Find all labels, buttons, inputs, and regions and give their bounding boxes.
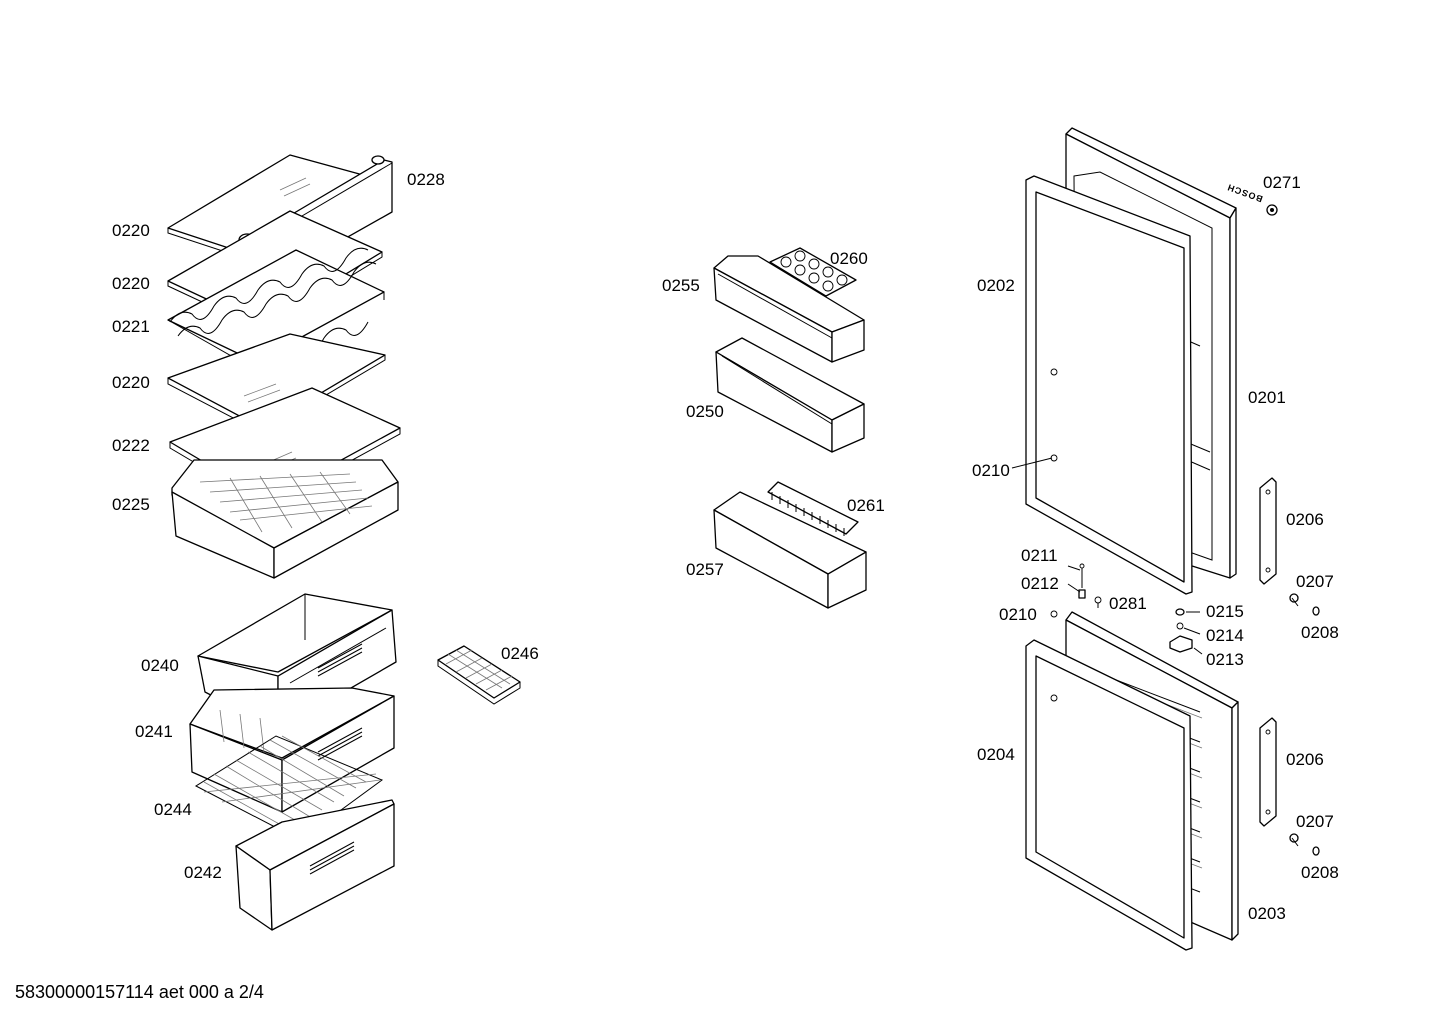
- part-label-0208-upper: 0208: [1301, 623, 1339, 642]
- bosch-badge-0271: [1266, 204, 1278, 216]
- part-label-0213: 0213: [1206, 650, 1244, 669]
- door-shelf-0250: [715, 337, 865, 453]
- part-label-0210-upper: 0210: [972, 461, 1010, 480]
- part-label-0206-upper: 0206: [1286, 510, 1324, 529]
- wire-rack-0244: [194, 735, 384, 841]
- part-label-0225: 0225: [112, 495, 150, 514]
- part-label-0260: 0260: [830, 249, 868, 268]
- washer-0215: [1175, 608, 1185, 616]
- drawer-0241: [189, 687, 395, 813]
- crisper-cover-0225: [171, 459, 399, 579]
- part-label-0261: 0261: [847, 496, 885, 515]
- part-label-0271: 0271: [1263, 173, 1301, 192]
- screw-0207-upper: [1289, 593, 1299, 607]
- pin-0211: [1079, 563, 1085, 588]
- drawing-reference-code: 58300000157114 aet 000 a 2/4: [15, 982, 264, 1002]
- part-label-0220-second: 0220: [112, 274, 150, 293]
- bottle-divider-0261: [767, 481, 859, 536]
- part-label-0241: 0241: [135, 722, 173, 741]
- part-label-0206-lower: 0206: [1286, 750, 1324, 769]
- part-label-0215: 0215: [1206, 602, 1244, 621]
- part-label-0220-top: 0220: [112, 221, 150, 240]
- part-label-0203: 0203: [1248, 904, 1286, 923]
- part-label-0228: 0228: [407, 170, 445, 189]
- part-0281: [1094, 596, 1102, 608]
- hinge-block-0213: [1169, 635, 1193, 653]
- part-label-0202: 0202: [977, 276, 1015, 295]
- drawer-0242: [235, 799, 395, 931]
- part-label-0210-middle: 0210: [999, 605, 1037, 624]
- part-label-0222: 0222: [112, 436, 150, 455]
- door-handle-0206-upper: [1259, 477, 1277, 585]
- screw-0210-middle: [1050, 610, 1058, 618]
- ice-cube-tray-0246: [437, 645, 521, 705]
- door-shelf-0255: [713, 255, 865, 363]
- part-label-0281: 0281: [1109, 594, 1147, 613]
- door-handle-0206-lower: [1259, 717, 1277, 827]
- egg-tray-0260: [769, 247, 857, 297]
- part-label-0207-upper: 0207: [1296, 572, 1334, 591]
- part-label-0244: 0244: [154, 800, 192, 819]
- part-label-0221: 0221: [112, 317, 150, 336]
- part-label-0214: 0214: [1206, 626, 1244, 645]
- part-label-0204: 0204: [977, 745, 1015, 764]
- part-label-0212: 0212: [1021, 574, 1059, 593]
- part-label-0257: 0257: [686, 560, 724, 579]
- cap-0208-lower: [1312, 846, 1320, 856]
- screw-0214: [1176, 622, 1184, 630]
- upper-door-gasket-0202: [1025, 175, 1193, 595]
- lower-door-gasket-0204: [1025, 639, 1193, 951]
- part-label-0207-lower: 0207: [1296, 812, 1334, 831]
- door-shelf-0257: [713, 491, 867, 609]
- part-label-0220-third: 0220: [112, 373, 150, 392]
- part-label-0201: 0201: [1248, 388, 1286, 407]
- leader-lines: [1011, 457, 1203, 655]
- cap-0208-upper: [1312, 606, 1320, 616]
- part-label-0246: 0246: [501, 644, 539, 663]
- part-label-0255: 0255: [662, 276, 700, 295]
- part-label-0211: 0211: [1021, 546, 1058, 565]
- bushing-0212: [1078, 589, 1086, 599]
- part-label-0250: 0250: [686, 402, 724, 421]
- part-label-0208-lower: 0208: [1301, 863, 1339, 882]
- part-label-0240: 0240: [141, 656, 179, 675]
- part-label-0242: 0242: [184, 863, 222, 882]
- screw-0207-lower: [1289, 833, 1299, 847]
